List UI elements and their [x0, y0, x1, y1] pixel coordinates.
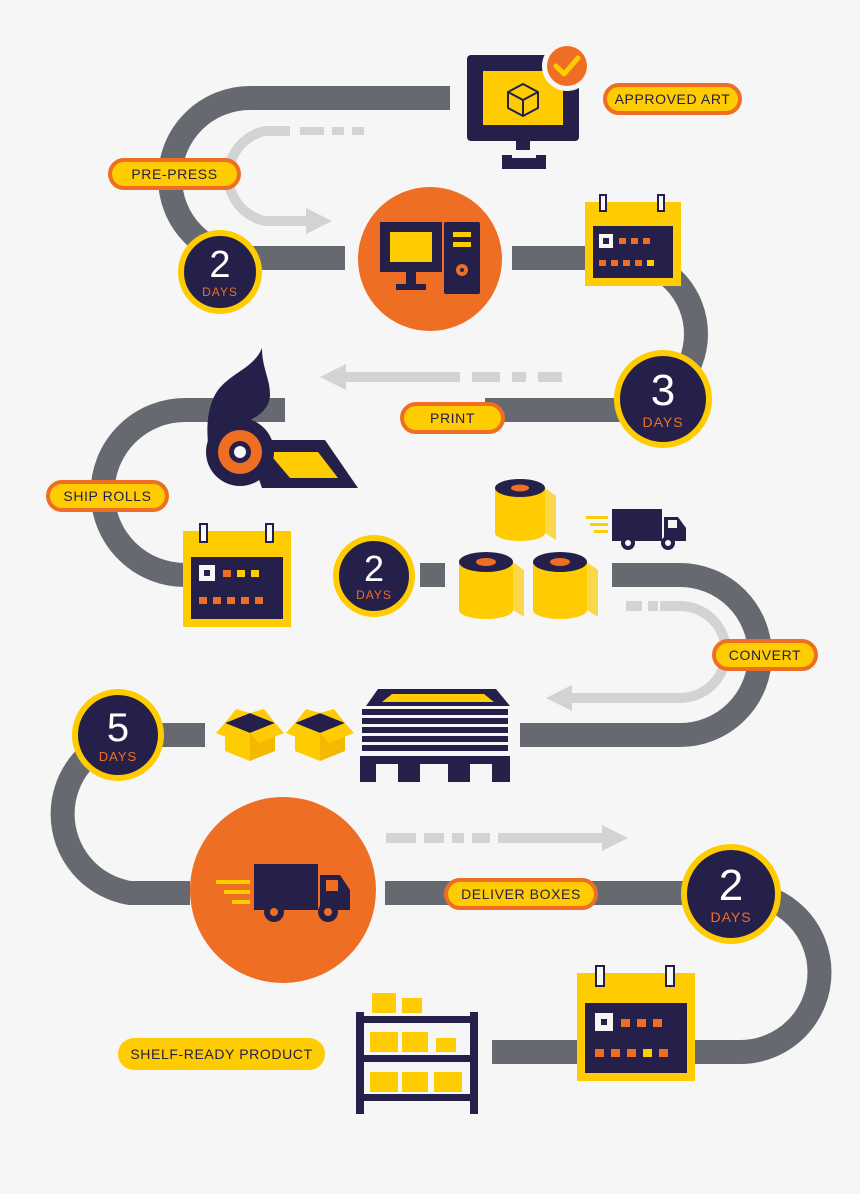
duration-number: 2 — [363, 548, 385, 589]
storage-shelf-icon — [356, 993, 478, 1114]
flow-arrow-2 — [320, 364, 562, 390]
delivery-truck-icon — [190, 797, 376, 983]
duration-unit: DAYS — [710, 909, 752, 925]
label-rolls-icon — [459, 479, 598, 619]
stage-label-pre-press: PRE-PRESS — [108, 158, 241, 190]
delivery-truck-icon — [586, 509, 686, 550]
duration-unit: DAYS — [202, 285, 238, 299]
stage-label-approved-art: APPROVED ART — [603, 83, 742, 115]
stage-label-shelf-ready-product: SHELF-READY PRODUCT — [118, 1038, 325, 1070]
duration-badge-convert: 5 DAYS — [72, 689, 164, 781]
stage-label-deliver-boxes: DELIVER BOXES — [444, 878, 598, 910]
flow-arrow-1 — [223, 126, 310, 226]
checkmark-icon — [542, 41, 592, 91]
duration-badge-pre-press: 2 DAYS — [178, 230, 262, 314]
flow-arrow-4 — [386, 825, 628, 851]
duration-unit: DAYS — [356, 588, 392, 602]
duration-number: 2 — [718, 861, 744, 910]
label-printer-icon — [206, 348, 358, 488]
open-box-icon — [216, 709, 284, 761]
calendar-icon — [585, 194, 681, 286]
calendar-icon — [577, 965, 695, 1081]
stacked-sheets-pallet-icon — [360, 689, 510, 782]
stage-label-print: PRINT — [400, 402, 505, 434]
duration-badge-print: 3 DAYS — [614, 350, 712, 448]
stage-label-convert: CONVERT — [712, 639, 818, 671]
duration-number: 2 — [209, 244, 231, 286]
duration-badge-deliver-boxes: 2 DAYS — [681, 844, 781, 944]
duration-unit: DAYS — [642, 414, 684, 430]
duration-badge-ship-rolls: 2 DAYS — [333, 535, 415, 617]
flow-arrow-1-dashes — [300, 127, 364, 234]
duration-number: 5 — [106, 705, 130, 750]
duration-unit: DAYS — [98, 748, 138, 764]
stage-label-ship-rolls: SHIP ROLLS — [46, 480, 169, 512]
desktop-computer-icon — [358, 187, 502, 331]
calendar-icon — [183, 523, 291, 627]
duration-number: 3 — [650, 366, 676, 415]
open-box-icon — [286, 709, 354, 761]
